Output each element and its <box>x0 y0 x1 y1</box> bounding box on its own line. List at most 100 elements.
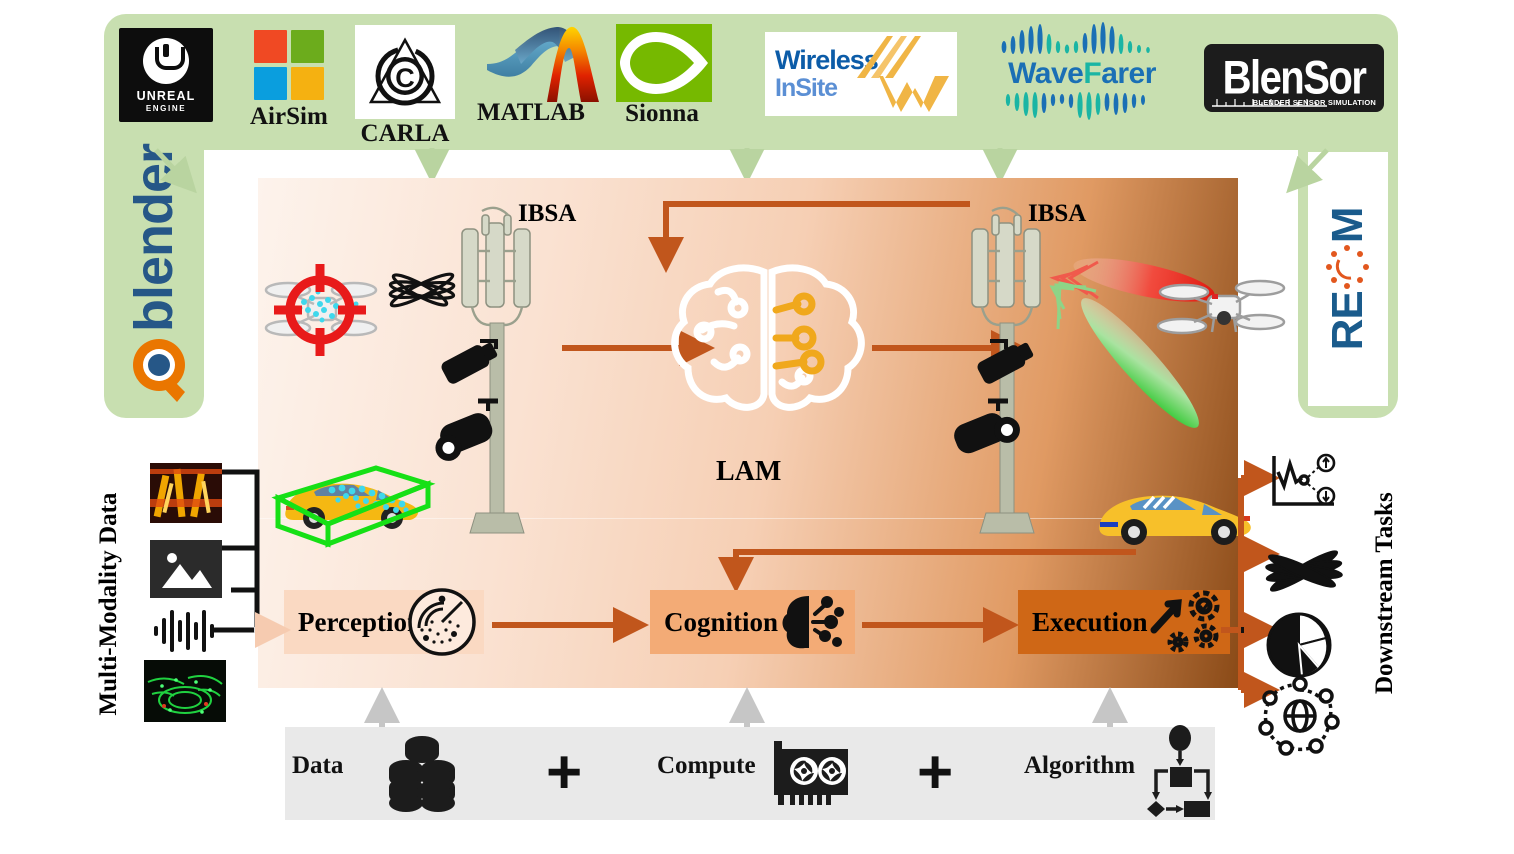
logo-airsim: AirSim <box>250 30 328 131</box>
drone-right <box>1156 279 1286 335</box>
sionna-label: Sionna <box>625 100 699 127</box>
wavefarer-top-waves-glyph <box>1001 22 1150 54</box>
blender-icon <box>133 339 185 402</box>
beam-lobes-icon <box>1265 550 1343 592</box>
signal-chart-icon <box>1272 453 1336 506</box>
lam-brain-icon <box>671 264 865 411</box>
logo-matlab: MATLAB <box>477 24 599 127</box>
pie-chart-icon <box>1266 612 1332 678</box>
crosshair-icon <box>274 264 366 356</box>
algorithm-label: Algorithm <box>1024 752 1136 779</box>
vehicle-right <box>1099 495 1251 545</box>
remcom-label-pre: RE <box>1323 291 1372 351</box>
blensor-label: BlenSor <box>1222 51 1367 104</box>
remcom-dot-circle-icon <box>1326 245 1369 290</box>
lidar-thumb <box>144 660 226 722</box>
arrow-foundation-to-cognition <box>729 687 765 730</box>
plus-separator-2: + <box>917 738 954 807</box>
foundation-item-algorithm: Algorithm <box>1024 752 1135 780</box>
matlab-icon <box>485 24 599 102</box>
waveform-icon <box>154 610 214 652</box>
wireless-insite-icon: Wireless InSite <box>765 32 957 116</box>
unreal-u-glyph <box>143 37 189 84</box>
svg-text:C: C <box>395 63 415 93</box>
logo-wavefarer: WaveFarer <box>992 22 1172 120</box>
logo-sionna: Sionna <box>616 24 712 128</box>
wavefarer-icon: WaveFarer <box>992 22 1172 120</box>
multi-modality-data-label: Multi-Modality Data <box>95 492 122 716</box>
airsim-icon <box>253 30 324 100</box>
airsim-label: AirSim <box>250 103 328 130</box>
tower-camera-lower <box>954 398 1020 454</box>
blensor-sublabel: BLENDER SENSOR SIMULATION <box>1252 98 1376 107</box>
compute-label: Compute <box>657 752 756 779</box>
tower-antennas <box>971 214 1041 308</box>
tower-camera-upper <box>441 339 498 384</box>
sionna-nvidia-icon <box>616 24 712 102</box>
plus-separator-1: + <box>546 738 583 807</box>
ibsa-label-left: IBSA <box>518 200 577 227</box>
environment-scene: IBSA <box>258 178 1286 688</box>
bbox-3d <box>271 465 436 548</box>
green-arrow-blensor <box>1286 148 1329 194</box>
unreal-label: UNREAL <box>136 88 196 103</box>
vehicle-bbox-left <box>271 465 436 548</box>
tower-camera-lower <box>435 398 498 461</box>
foundation-item-data: Data <box>292 752 343 780</box>
arrow-modality-to-perception <box>254 612 291 648</box>
image-icon <box>150 540 222 598</box>
insite-w-glyph <box>879 76 949 112</box>
arrow-foundation-to-execution <box>1092 687 1128 730</box>
stage-cognition[interactable]: Cognition <box>650 590 855 654</box>
carla-glyph: C <box>368 37 442 106</box>
brain-ai-icon <box>782 596 844 649</box>
flowchart-icon <box>1147 725 1212 817</box>
ibsa-tower-right <box>954 206 1041 534</box>
wavefarer-label: WaveFarer <box>1008 57 1156 90</box>
wavefarer-bottom-waves-glyph <box>1005 92 1145 120</box>
arrow-cognition-to-execution <box>862 607 1019 643</box>
arrow-execution-to-cognition <box>718 549 1136 593</box>
arrow-lam-to-tower <box>872 330 1027 366</box>
drone-target-left <box>264 264 378 356</box>
tower-mast <box>469 322 525 534</box>
beam-green <box>1049 281 1199 428</box>
insite-peaks-glyph <box>857 36 921 78</box>
downstream-tasks-label: Downstream Tasks <box>1371 492 1398 694</box>
logo-carla: C CARLA <box>355 25 455 148</box>
arrow-perception-to-cognition <box>492 607 649 643</box>
arrow-foundation-to-perception <box>364 687 400 730</box>
logo-remcom: RE M <box>1308 152 1388 406</box>
coin-stack-icon <box>389 736 455 812</box>
remcom-label-post: M <box>1323 207 1372 244</box>
tower-camera-upper <box>977 339 1034 384</box>
stage-perception[interactable]: Perception <box>284 588 484 656</box>
arrow-feedback-to-lam <box>648 201 970 273</box>
green-arrow-sionna <box>729 148 765 184</box>
gears-arrow-icon <box>1150 590 1220 653</box>
logo-wireless-insite: Wireless InSite <box>765 32 957 116</box>
logo-blender: blender <box>107 144 201 412</box>
stage-execution[interactable]: Execution <box>1018 590 1230 654</box>
tower-antennas <box>461 214 531 308</box>
wireless-label: Wireless <box>775 45 879 75</box>
logo-unreal-engine: UNREAL ENGINE <box>119 28 213 122</box>
blensor-ruler-glyph <box>1212 99 1327 107</box>
logo-blensor: BlenSor BLENDER SENSOR SIMULATION <box>1204 44 1384 112</box>
radar-icon <box>408 588 476 656</box>
beam-pattern-lobes-icon <box>388 272 456 308</box>
arrow-tower-to-lam <box>562 330 715 366</box>
execution-label: Execution <box>1032 606 1148 637</box>
ibsa-tower-left <box>435 206 531 534</box>
ground-line <box>258 518 1238 519</box>
unreal-sublabel: ENGINE <box>145 103 187 113</box>
carla-icon: C <box>355 25 455 119</box>
lam-label: LAM <box>716 456 782 487</box>
nvidia-eye-glyph <box>616 24 712 102</box>
radar-heatmap-thumb <box>150 463 222 523</box>
unreal-engine-icon: UNREAL ENGINE <box>119 28 213 122</box>
gpu-card-icon <box>774 741 848 805</box>
downstream-bus <box>1221 460 1280 708</box>
data-label: Data <box>292 752 344 779</box>
blensor-icon: BlenSor BLENDER SENSOR SIMULATION <box>1204 44 1384 112</box>
